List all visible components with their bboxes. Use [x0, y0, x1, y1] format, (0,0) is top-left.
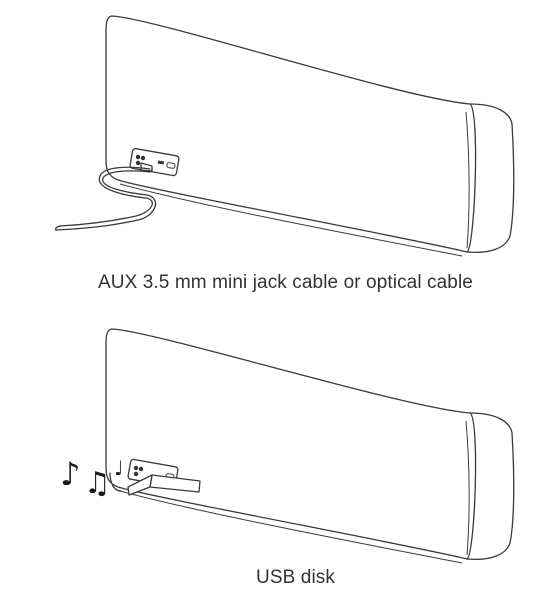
port-dot — [138, 466, 144, 472]
speaker-usb-illustration: ♪ ♫ ♩ — [60, 328, 515, 564]
speaker-aux-illustration — [54, 15, 515, 257]
aux-cable — [59, 166, 153, 227]
speaker-end-cap — [466, 412, 515, 561]
speaker-body — [105, 15, 477, 253]
port-dot — [133, 471, 139, 477]
usb-connection-figure: ♪ ♫ ♩ USB disk — [0, 315, 555, 615]
optical-port — [166, 162, 176, 169]
figure-caption: AUX 3.5 mm mini jack cable or optical ca… — [98, 272, 473, 293]
port-dot — [135, 154, 141, 160]
port-dot — [135, 160, 141, 166]
music-note-icon: ♩ — [114, 456, 123, 480]
port-dot — [133, 465, 139, 471]
music-note-icon: ♫ — [84, 466, 111, 501]
port-dot — [140, 155, 146, 161]
figure-caption: USB disk — [256, 567, 335, 588]
aux-connection-figure: AUX 3.5 mm mini jack cable or optical ca… — [0, 0, 555, 300]
speaker-body — [105, 328, 477, 560]
music-note-icon: ♪ — [60, 455, 80, 493]
usb-disk — [149, 474, 201, 493]
usb-slot — [157, 160, 165, 165]
speaker-end-cap — [466, 103, 515, 254]
